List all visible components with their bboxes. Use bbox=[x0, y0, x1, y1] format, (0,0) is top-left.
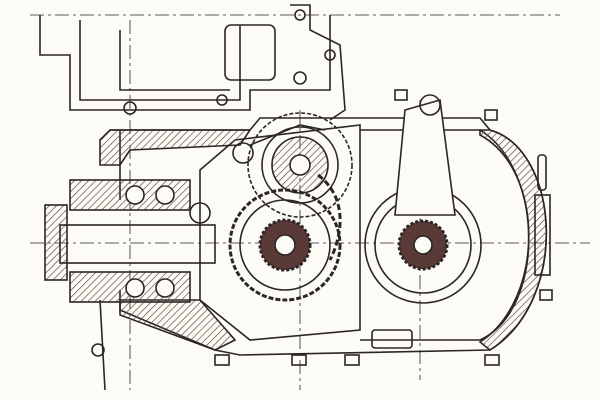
motor-housing bbox=[39, 4, 346, 121]
idler-gear bbox=[232, 112, 353, 218]
input-shaft bbox=[44, 179, 216, 391]
output-gear bbox=[364, 94, 482, 304]
intermediate-gear bbox=[228, 173, 342, 302]
gearbox-housing bbox=[99, 117, 551, 356]
bolts bbox=[214, 89, 553, 366]
